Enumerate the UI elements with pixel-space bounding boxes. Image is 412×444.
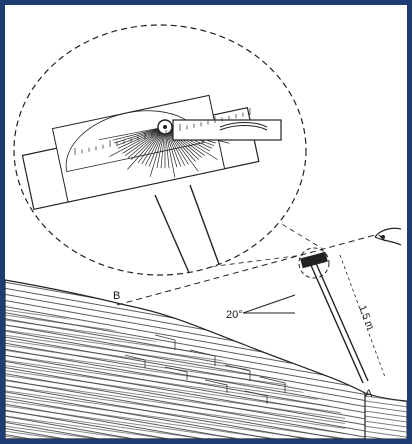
- angle-indicator: 20°: [226, 294, 296, 321]
- protractor-line: [149, 126, 166, 177]
- diagram-canvas: 1.5 m 20° B A: [5, 5, 407, 439]
- protractor-line: [117, 126, 166, 149]
- line-of-sight: [116, 234, 376, 306]
- slope-measurement-diagram: 1.5 m 20° B A: [5, 24, 407, 439]
- zoom-detail: [13, 24, 307, 276]
- protractor-line: [164, 126, 199, 172]
- terrain: [5, 279, 407, 439]
- angle-label: 20°: [226, 309, 243, 321]
- height-label: 1.5 m: [356, 304, 376, 331]
- eye-icon: [374, 227, 402, 246]
- protractor-line: [99, 126, 166, 141]
- protractor-line: [131, 126, 166, 160]
- protractor-line: [164, 126, 199, 160]
- protractor-line: [164, 126, 203, 158]
- protractor-line: [122, 126, 166, 154]
- protractor-line: [109, 126, 166, 157]
- protractor-line: [114, 126, 166, 144]
- height-dimension: 1.5 m: [339, 254, 386, 378]
- protractor-line: [164, 126, 176, 178]
- measuring-rod: [298, 247, 369, 384]
- protractor-line: [112, 126, 166, 141]
- point-a-label: A: [365, 388, 373, 400]
- point-b-label: B: [113, 290, 120, 302]
- protractor-line: [164, 126, 205, 156]
- protractor-line: [125, 126, 166, 156]
